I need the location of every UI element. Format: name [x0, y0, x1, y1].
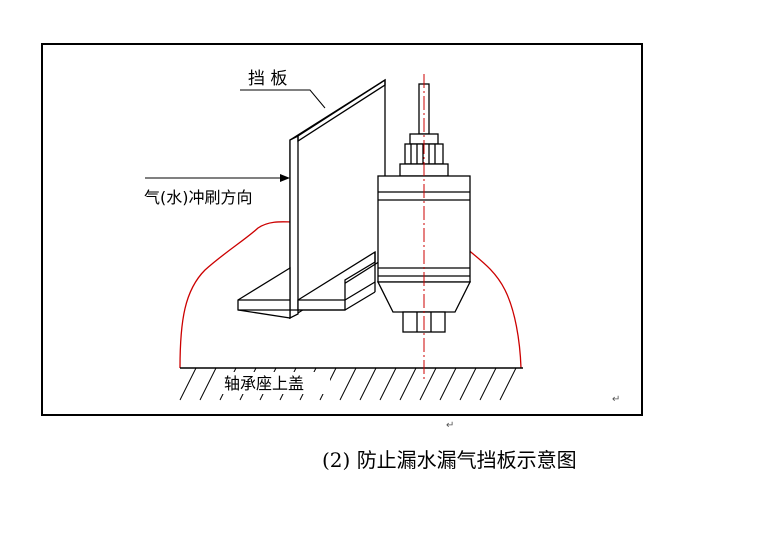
baffle-base [237, 250, 376, 319]
diagram-frame [41, 43, 643, 416]
paragraph-mark: ↵ [612, 394, 621, 405]
baffle-leader [240, 89, 326, 109]
paragraph-mark: ↵ [446, 420, 455, 431]
baffle-plate [289, 78, 386, 320]
seal-outline [179, 221, 522, 369]
flush-direction-arrowhead [280, 174, 290, 182]
bearing-cover-label: 轴承座上盖 [224, 374, 304, 393]
flush-direction-label: 气(水)冲刷方向 [144, 188, 253, 207]
baffle-label: 挡 板 [248, 69, 287, 89]
bearing-cover-hatching [179, 367, 517, 401]
bearing-label-bg [220, 372, 330, 394]
figure-caption: (2) 防止漏水漏气挡板示意图 [322, 448, 577, 472]
